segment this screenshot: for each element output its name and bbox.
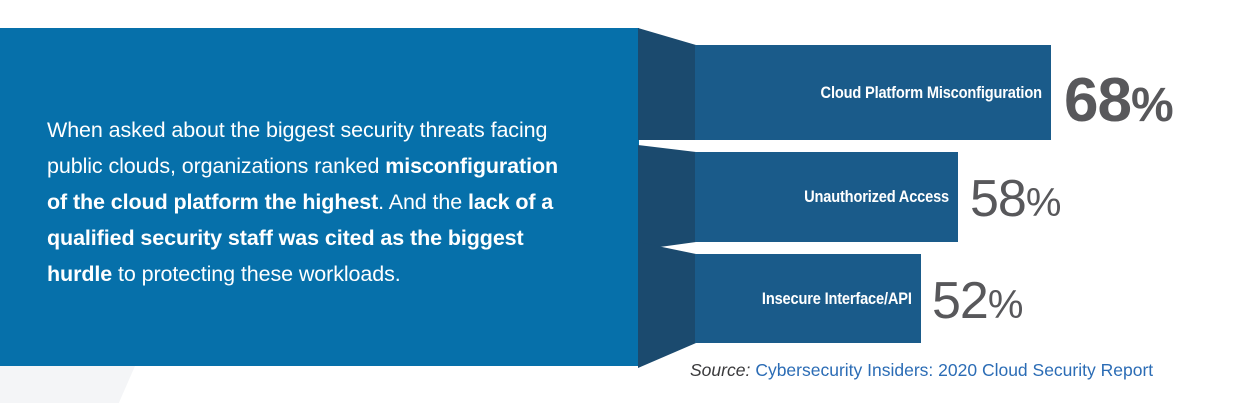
- statement-panel: When asked about the biggest security th…: [0, 28, 639, 366]
- statement-text: When asked about the biggest security th…: [47, 112, 577, 292]
- bar-value-number-2: 52: [932, 272, 989, 330]
- bar-value-1: 58%: [970, 170, 1062, 228]
- statement-segment-1: When asked about the biggest security th…: [47, 118, 548, 178]
- ribbon-fold-2: [638, 242, 696, 368]
- bar-0[interactable]: Cloud Platform Misconfiguration: [695, 45, 1051, 140]
- statement-segment-3: . And the: [378, 190, 468, 214]
- ribbon-fold-0: [638, 28, 696, 140]
- statement-segment-5: to protecting these workloads.: [112, 262, 401, 286]
- bar-label-2: Insecure Interface/API: [761, 288, 912, 308]
- decorative-angled-shape: [0, 366, 135, 403]
- source-label: Source:: [690, 360, 751, 380]
- bar-label-0: Cloud Platform Misconfiguration: [820, 82, 1042, 102]
- bar-2[interactable]: Insecure Interface/API: [695, 254, 921, 343]
- ribbon-fold-1: [638, 145, 696, 250]
- source-citation-link[interactable]: Cybersecurity Insiders: 2020 Cloud Secur…: [755, 360, 1154, 380]
- bar-value-2: 52%: [932, 272, 1024, 330]
- statement-segment-4-bold: lack of a qualified security staff was c…: [47, 190, 554, 286]
- bar-value-unit-0: %: [1130, 79, 1174, 132]
- bar-value-number-0: 68: [1064, 66, 1132, 135]
- bar-value-unit-1: %: [1025, 181, 1062, 225]
- bar-1[interactable]: Unauthorized Access: [695, 152, 958, 242]
- source-credit: Source:Cybersecurity Insiders: 2020 Clou…: [690, 360, 1153, 381]
- bar-label-1: Unauthorized Access: [803, 187, 949, 206]
- bar-value-number-1: 58: [970, 170, 1027, 228]
- bar-value-unit-2: %: [987, 283, 1024, 327]
- statement-segment-2-bold: misconfiguration of the cloud platform t…: [47, 154, 559, 214]
- bar-value-0: 68%: [1064, 66, 1174, 135]
